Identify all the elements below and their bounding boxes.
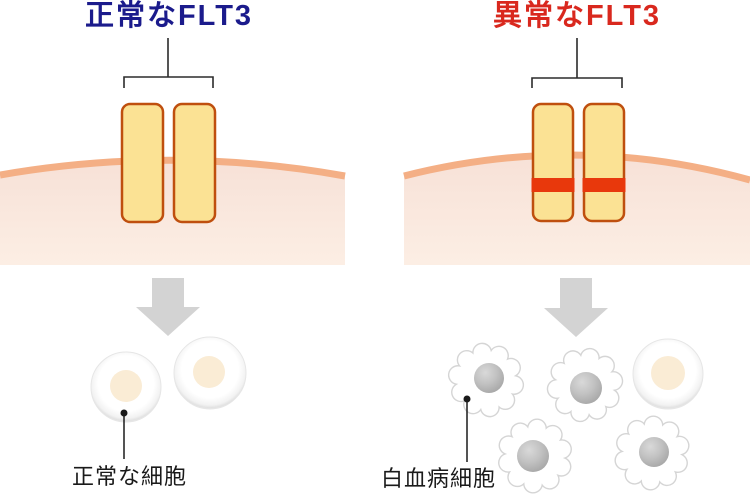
flt3-receptor-chain [582,102,626,223]
leader-dot [463,395,471,403]
normal-cell-nucleus [110,370,142,402]
leukemia-cell-nucleus [474,363,504,393]
cell-membrane [0,160,345,265]
abnormal-flt3-panel [403,38,750,504]
cell-membrane-edge [0,156,346,180]
leukemia-cell-nucleus [570,372,602,404]
cell-membrane [404,154,750,265]
abnormal-flt3-title: 異常なFLT3 [492,0,662,32]
flt3-receptor-chain [172,102,217,224]
mutation-band [531,178,575,192]
normal-flt3-panel [0,38,346,459]
flt3-receptor-chain [531,102,575,223]
normal-cell-label: 正常な細胞 [72,464,188,489]
mutation-band [582,178,626,192]
normal-cell-nucleus [651,356,685,390]
down-arrow [136,278,200,336]
bracket [123,38,214,88]
down-arrow [544,278,608,337]
flt3-receptor-chain [120,102,165,224]
leukemia-cell-label: 白血病細胞 [381,466,497,491]
normal-cell-nucleus [193,356,225,388]
normal-flt3-title: 正常なFLT3 [84,0,254,32]
cell-membrane-edge [403,151,750,184]
bracket [531,38,623,88]
leader-dot [120,409,128,417]
leukemia-cell-nucleus [639,437,669,467]
leukemia-cell-nucleus [517,440,549,472]
